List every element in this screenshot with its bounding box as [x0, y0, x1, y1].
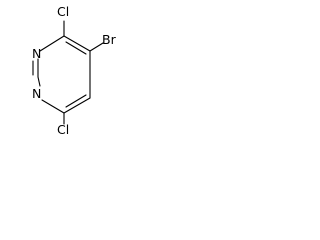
- atom-label-cl-bottom: Cl: [57, 122, 69, 137]
- bond-c2-n1: [37, 76, 41, 87]
- bond-c4-n3: [39, 35, 65, 52]
- bond-c6-c5-inner: [65, 94, 87, 108]
- bond-c4-c5-top-inner: [65, 41, 87, 55]
- atom-label-cl-top: Cl: [57, 4, 69, 19]
- bond-c5-br: [89, 42, 104, 52]
- atom-label-n-lower: N: [32, 86, 41, 101]
- atom-label-n-upper: N: [32, 46, 41, 61]
- bond-c4-c5-top: [63, 35, 91, 52]
- atom-label-br: Br: [102, 32, 117, 47]
- bond-c6-c5: [63, 97, 91, 114]
- pyrimidine-structure-diagram: Cl Br N N Cl: [32, 4, 117, 137]
- bond-n1-c6: [41, 99, 65, 114]
